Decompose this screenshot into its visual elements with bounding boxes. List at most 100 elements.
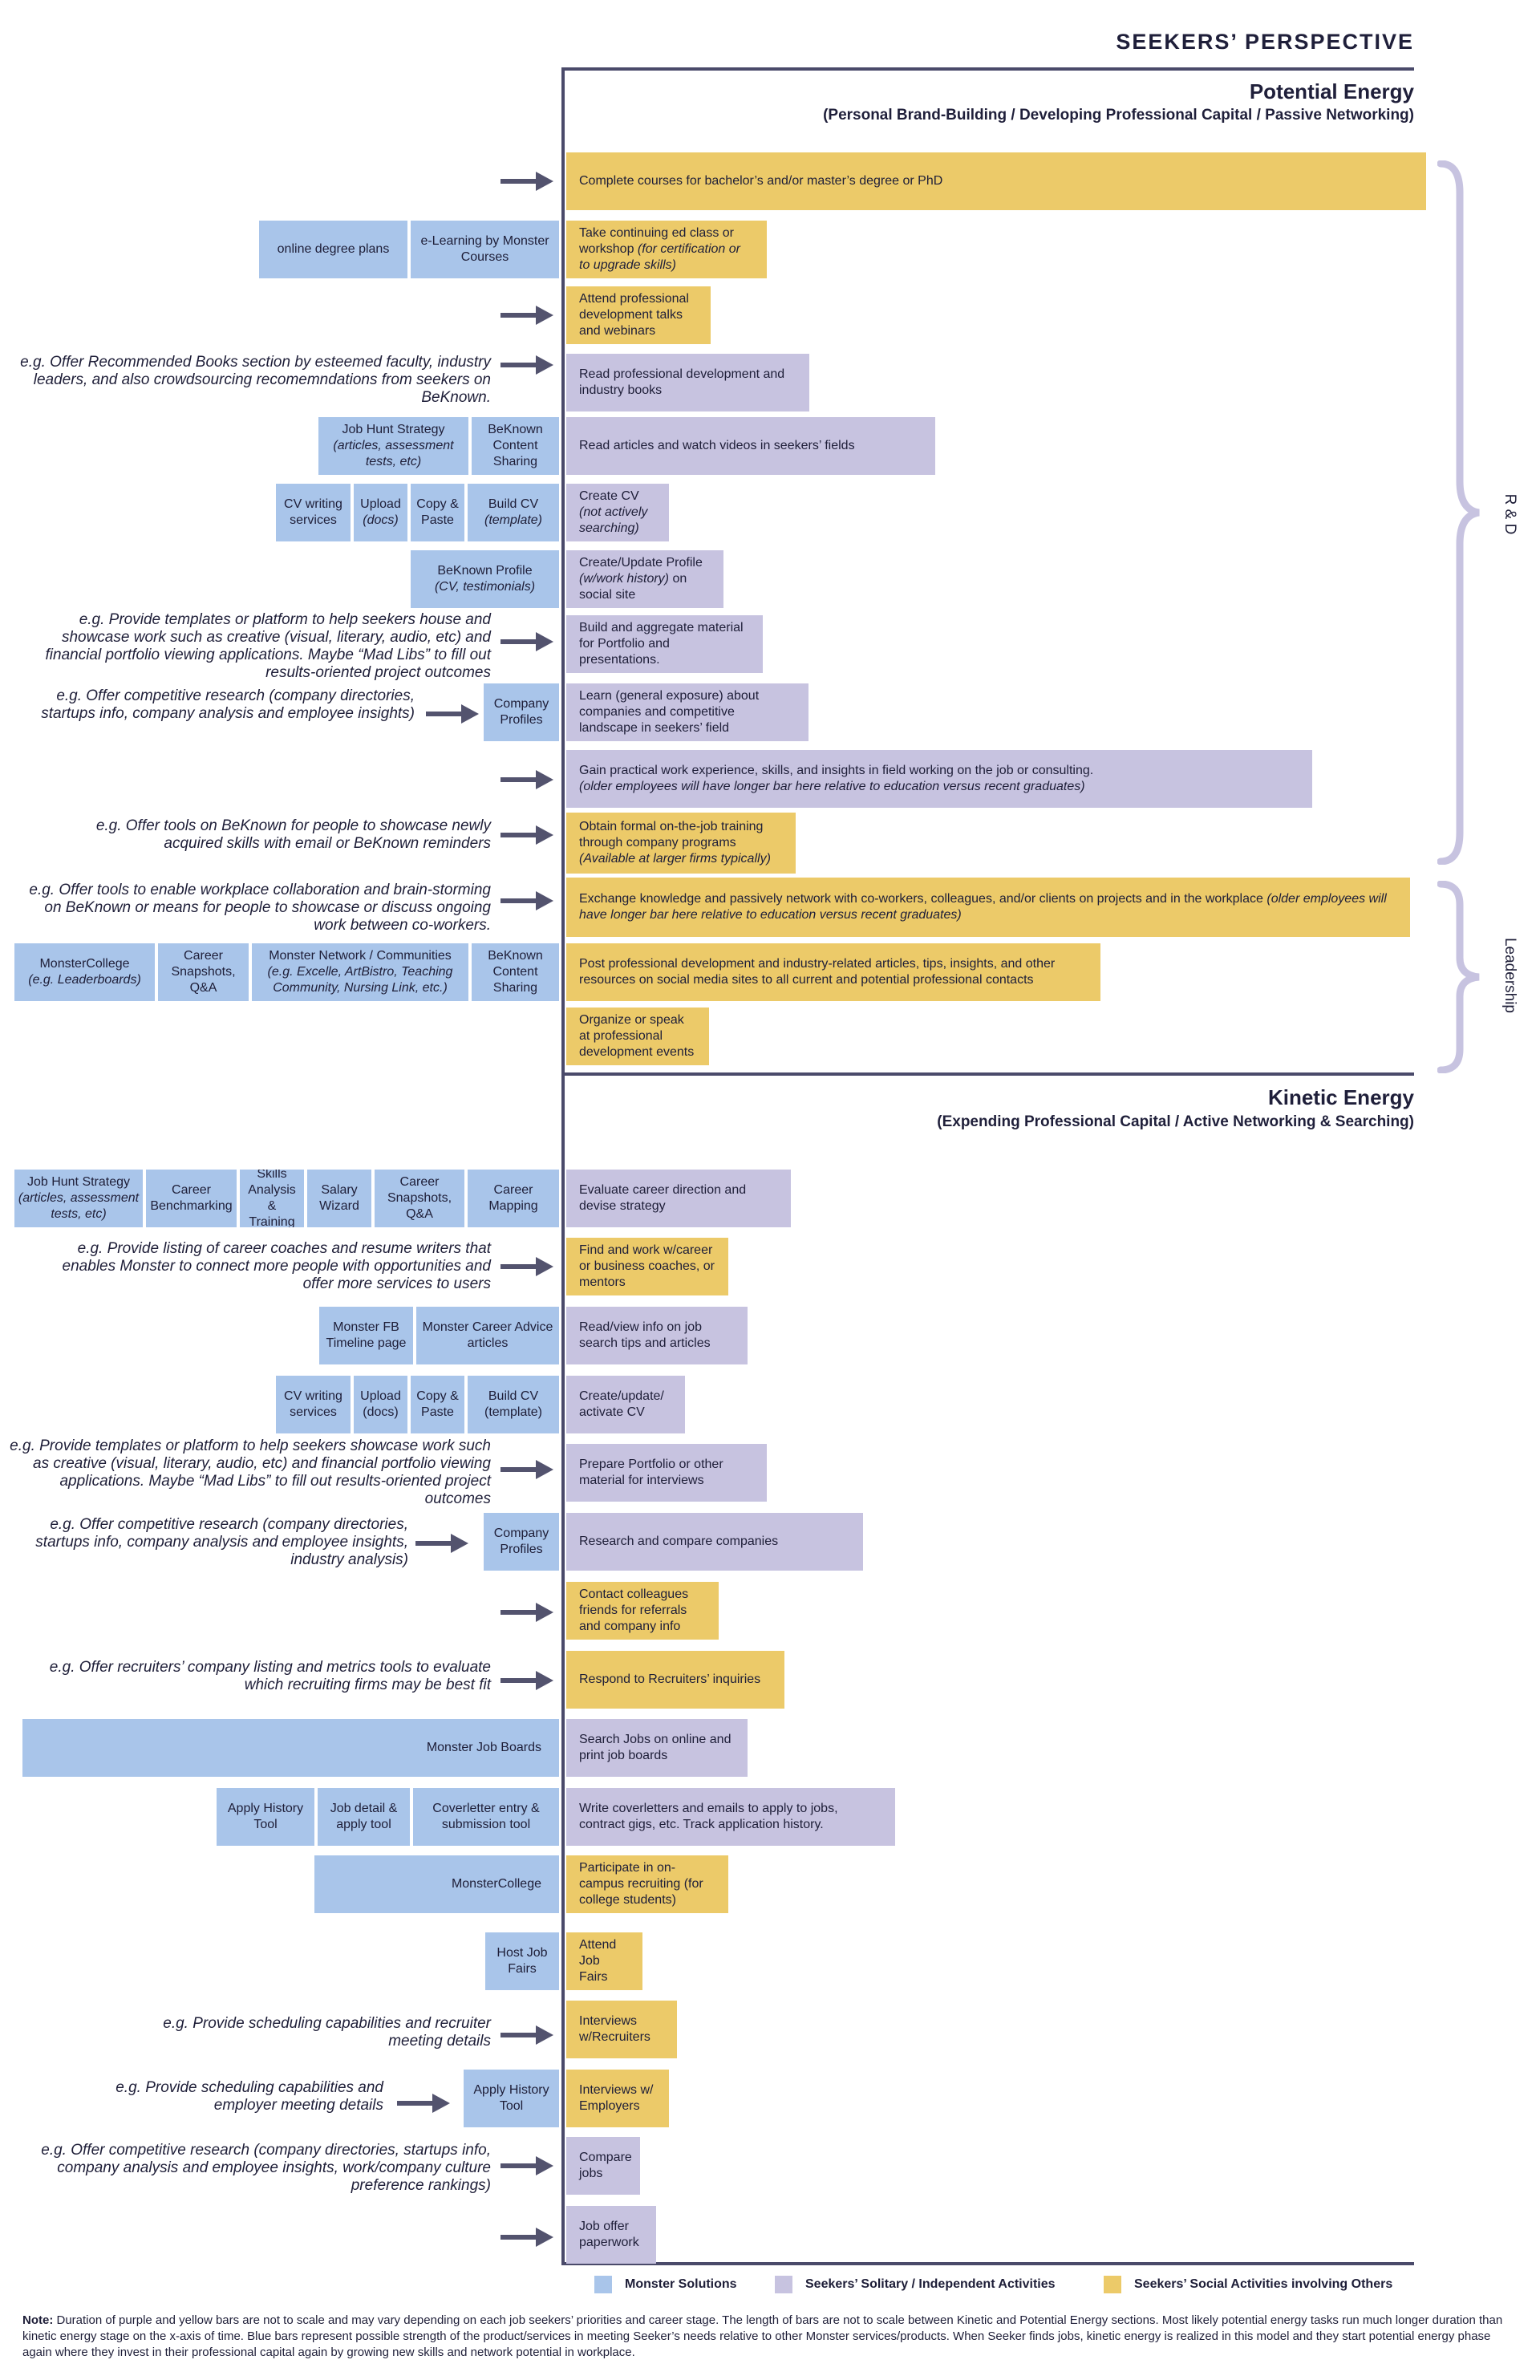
apply-history-tool-box: Apply History Tool <box>217 1788 314 1846</box>
arrow-icon <box>500 355 553 375</box>
activity-bar: Evaluate career direction and devise str… <box>566 1170 791 1227</box>
suggestion-note: e.g. Offer recruiters’ company listing a… <box>49 1659 491 1693</box>
activity-bar: Respond to Recruiters’ inquiries <box>566 1651 784 1709</box>
footnote: Note: Duration of purple and yellow bars… <box>22 2313 1514 2361</box>
activity-bar: Organize or speak at professional develo… <box>566 1008 709 1065</box>
arrow-icon <box>500 770 553 789</box>
kinetic-top-rule <box>561 1072 1414 1076</box>
activity-bar: Interviews w/ Employers <box>566 2070 669 2127</box>
activity-bar: Create/Update Profile (w/work history) o… <box>566 550 723 608</box>
arrow-icon <box>500 172 553 191</box>
build-cv-box: Build CV (template) <box>468 1376 559 1433</box>
monster-network-box: Monster Network / Communities(e.g. Excel… <box>252 943 468 1001</box>
page-title: SEEKERS’ PERSPECTIVE <box>1116 30 1414 54</box>
monster-job-boards-box: Monster Job Boards <box>22 1719 559 1777</box>
leadership-label: Leadership <box>1502 937 1518 1014</box>
potential-top-rule <box>561 67 1414 71</box>
leadership-brace <box>1437 881 1480 1073</box>
activity-bar: Create/update/ activate CV <box>566 1376 685 1433</box>
rnd-label: R & D <box>1502 493 1518 535</box>
activity-bar: Learn (general exposure) about companies… <box>566 683 808 741</box>
activity-bar: Create CV(not actively searching) <box>566 484 669 541</box>
activity-bar: Exchange knowledge and passively network… <box>566 878 1410 937</box>
beknown-profile-box: BeKnown Profile(CV, testimonials) <box>411 550 559 608</box>
career-snapshots-box: Career Snapshots, Q&A <box>375 1170 464 1227</box>
footnote-label: Note: <box>22 2313 54 2327</box>
suggestion-note: e.g. Provide templates or platform to he… <box>45 611 492 681</box>
activity-bar: Attend Job Fairs <box>566 1932 642 1990</box>
career-benchmarking-box: Career Benchmarking <box>146 1170 237 1227</box>
suggestion-note: e.g. Offer Recommended Books section by … <box>20 354 491 406</box>
activity-bar: Job offer paperwork <box>566 2206 656 2264</box>
monster-fb-timeline-box: Monster FB Timeline page <box>319 1307 413 1364</box>
copy-paste-box: Copy & Paste <box>411 1376 464 1433</box>
arrow-icon <box>500 2228 553 2247</box>
upload-docs-box: Upload (docs) <box>354 1376 407 1433</box>
career-snapshots-box: Career Snapshots, Q&A <box>158 943 249 1001</box>
legend-item-monster: Monster Solutions <box>594 2276 737 2293</box>
rnd-brace <box>1437 160 1480 865</box>
activity-bar: Complete courses for bachelor’s and/or m… <box>566 152 1426 210</box>
monstercollege-box: MonsterCollege <box>314 1855 559 1913</box>
potential-title: Potential Energy <box>1249 79 1414 103</box>
activity-bar: Interviews w/Recruiters <box>566 2001 677 2058</box>
activity-bar: Participate in on-campus recruiting (for… <box>566 1855 728 1913</box>
online-degree-plans-box: online degree plans <box>259 221 407 278</box>
legend-item-solitary: Seekers’ Solitary / Independent Activiti… <box>775 2276 1056 2293</box>
arrow-icon <box>500 306 553 325</box>
arrow-icon <box>500 1460 553 1479</box>
build-cv-box: Build CV(template) <box>468 484 559 541</box>
company-profiles-box: Company Profiles <box>484 1513 559 1571</box>
bottom-rule <box>561 2262 1414 2265</box>
arrow-icon <box>500 632 553 651</box>
kinetic-subtitle: (Expending Professional Capital / Active… <box>937 1113 1414 1130</box>
legend-swatch <box>594 2276 612 2293</box>
arrow-icon <box>500 1257 553 1276</box>
monster-career-advice-box: Monster Career Advice articles <box>416 1307 559 1364</box>
skills-analysis-box: Skills Analysis & Training <box>240 1170 304 1227</box>
cv-writing-services-box: CV writing services <box>276 1376 351 1433</box>
activity-bar: Research and compare companies <box>566 1513 863 1571</box>
arrow-icon <box>415 1534 468 1553</box>
potential-subtitle: (Personal Brand-Building / Developing Pr… <box>823 107 1414 124</box>
arrow-icon <box>397 2094 450 2113</box>
activity-bar: Build and aggregate material for Portfol… <box>566 615 763 673</box>
arrow-icon <box>500 891 553 910</box>
suggestion-note: e.g. Offer tools to enable workplace col… <box>29 882 491 934</box>
cv-writing-services-box: CV writing services <box>276 484 351 541</box>
activity-bar: Read/view info on job search tips and ar… <box>566 1307 748 1364</box>
activity-bar: Gain practical work experience, skills, … <box>566 750 1312 808</box>
activity-bar: Find and work w/career or business coach… <box>566 1238 728 1295</box>
salary-wizard-box: Salary Wizard <box>307 1170 371 1227</box>
activity-bar: Write coverletters and emails to apply t… <box>566 1788 895 1846</box>
host-job-fairs-box: Host Job Fairs <box>485 1932 559 1990</box>
arrow-icon <box>500 2025 553 2045</box>
beknown-content-sharing-box: BeKnown Content Sharing <box>472 943 559 1001</box>
activity-bar: Contact colleagues friends for referrals… <box>566 1582 719 1640</box>
legend-item-social: Seekers’ Social Activities involving Oth… <box>1104 2276 1392 2293</box>
arrow-icon <box>500 1671 553 1690</box>
activity-bar: Read professional development and indust… <box>566 354 809 412</box>
copy-paste-box: Copy & Paste <box>411 484 464 541</box>
legend-swatch <box>775 2276 792 2293</box>
activity-bar: Read articles and watch videos in seeker… <box>566 417 935 475</box>
arrow-icon <box>500 825 553 845</box>
suggestion-note: e.g. Provide scheduling capabilities and… <box>116 2079 383 2114</box>
suggestion-note: e.g. Offer tools on BeKnown for people t… <box>95 817 491 852</box>
activity-bar: Attend professional development talks an… <box>566 286 711 344</box>
kinetic-title: Kinetic Energy <box>1267 1085 1414 1109</box>
arrow-icon <box>500 2156 553 2175</box>
timeline-axis <box>561 67 565 2265</box>
job-hunt-strategy-box: Job Hunt Strategy(articles, assessment t… <box>318 417 468 475</box>
job-detail-apply-box: Job detail & apply tool <box>318 1788 410 1846</box>
monstercollege-box: MonsterCollege(e.g. Leaderboards) <box>14 943 155 1001</box>
activity-bar: Post professional development and indust… <box>566 943 1100 1001</box>
suggestion-note: e.g. Offer competitive research (company… <box>35 1516 408 1568</box>
arrow-icon <box>500 1603 553 1622</box>
company-profiles-box: Company Profiles <box>484 683 559 741</box>
suggestion-note: e.g. Offer competitive research (company… <box>41 2142 491 2194</box>
activity-bar: Take continuing ed class or workshop (fo… <box>566 221 767 278</box>
legend-swatch <box>1104 2276 1121 2293</box>
job-hunt-strategy-box: Job Hunt Strategy(articles, assessment t… <box>14 1170 143 1227</box>
suggestion-note: e.g. Offer competitive research (company… <box>41 687 415 722</box>
